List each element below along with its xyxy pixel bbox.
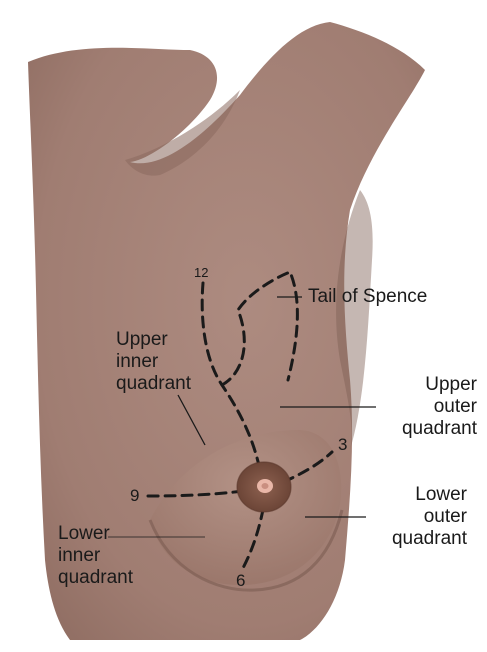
armpit-shadow: [336, 190, 373, 450]
label-tail-of-spence: Tail of Spence: [308, 286, 428, 307]
label-upper-outer-line-2: outer: [433, 396, 477, 417]
neck-shadow: [125, 90, 240, 176]
label-upper-inner-line-1: Upper: [116, 329, 168, 350]
label-upper-inner-quadrant: Upper inner quadrant: [116, 329, 191, 395]
dash-line-tail-of-spence: [220, 270, 299, 387]
label-lower-outer-line-1: Lower: [415, 484, 467, 505]
label-upper-inner-line-2: inner: [116, 351, 159, 372]
clock-label-6: 6: [236, 571, 246, 590]
clock-label-3: 3: [338, 435, 348, 454]
areola-group: [236, 461, 292, 513]
label-lower-outer-line-3: quadrant: [391, 528, 467, 549]
breast-underfold: [148, 509, 344, 592]
label-lower-outer-line-2: outer: [423, 506, 467, 527]
clock-label-9: 9: [130, 486, 140, 505]
breast-shape: [150, 430, 342, 585]
label-upper-outer-quadrant: Upper outer quadrant: [402, 374, 477, 440]
label-lower-inner-line-3: quadrant: [58, 567, 134, 588]
leader-upper-inner: [177, 394, 206, 446]
label-lower-inner-line-2: inner: [58, 545, 101, 566]
areola-rim: [236, 461, 292, 513]
clock-label-12: 12: [194, 265, 209, 280]
leader-lines: [108, 296, 376, 538]
label-upper-outer-line-3: quadrant: [401, 418, 477, 439]
label-upper-outer-line-1: Upper: [425, 374, 477, 395]
label-lower-outer-quadrant: Lower outer quadrant: [392, 484, 467, 550]
label-upper-inner-line-3: quadrant: [116, 373, 192, 394]
label-lower-inner-line-1: Lower: [58, 523, 110, 544]
label-lower-inner-quadrant: Lower inner quadrant: [58, 523, 133, 589]
nipple-center: [261, 483, 269, 489]
